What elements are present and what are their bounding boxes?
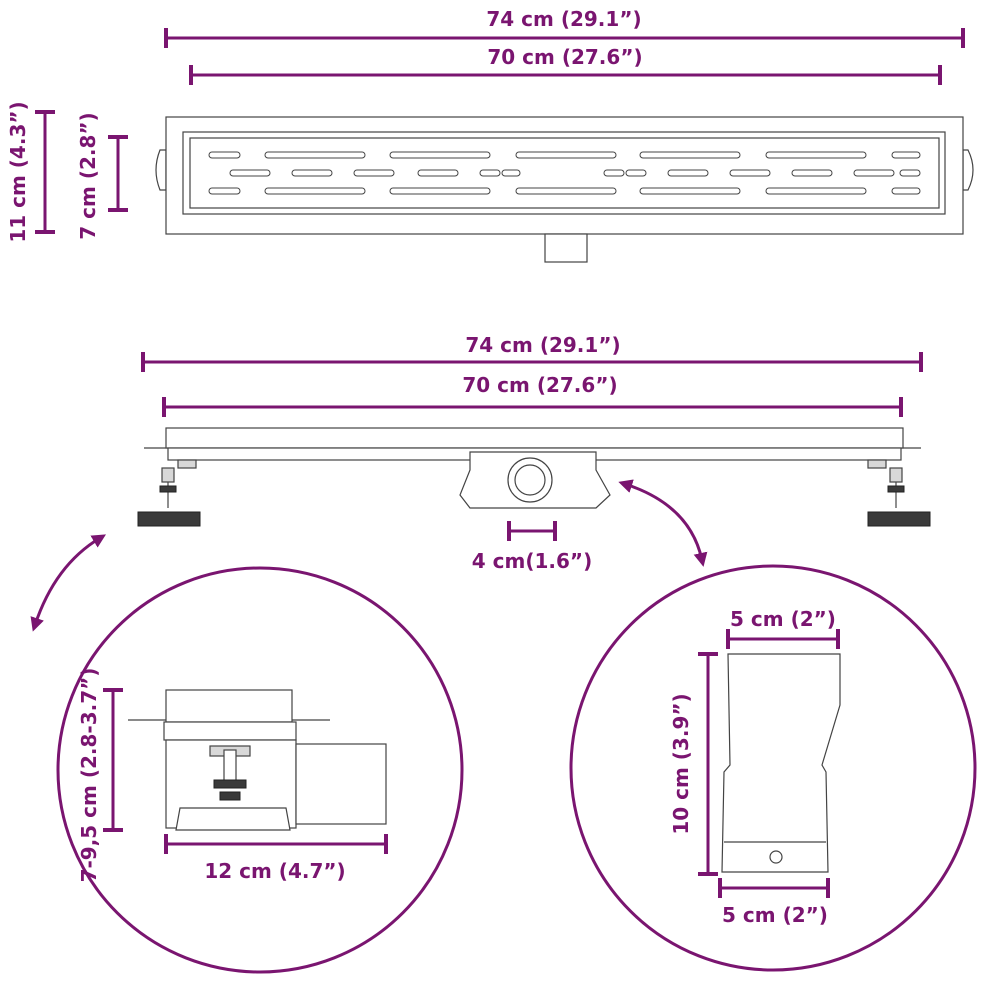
side-grate-length-label: 70 cm (27.6”) bbox=[462, 373, 617, 397]
grate-slot bbox=[417, 169, 459, 177]
grate-slot bbox=[603, 169, 625, 177]
detail-channel-top bbox=[163, 721, 297, 741]
top-grate-width-label: 7 cm (2.8”) bbox=[76, 112, 100, 239]
top-view: 74 cm (29.1”) 70 cm (27.6”) 11 cm (4.3”)… bbox=[6, 7, 974, 263]
left-detail-arrow bbox=[30, 534, 107, 632]
grate-slot bbox=[515, 151, 617, 159]
top-overall-width-label: 11 cm (4.3”) bbox=[6, 101, 30, 242]
grate-slot bbox=[639, 151, 741, 159]
grate-slot bbox=[389, 151, 491, 159]
outlet-spout bbox=[721, 653, 841, 873]
left-detail: 7-9,5 cm (2.8-3.7”) 12 cm (4.7”) bbox=[56, 566, 464, 974]
grate-slot bbox=[899, 169, 921, 177]
right-end-cap bbox=[962, 149, 974, 191]
top-grate-length-label: 70 cm (27.6”) bbox=[487, 45, 642, 69]
grate-slot bbox=[667, 169, 709, 177]
grate-slots bbox=[208, 151, 921, 195]
outlet-pipe bbox=[544, 233, 588, 263]
grate-slot bbox=[625, 169, 647, 177]
detail-nut bbox=[213, 779, 247, 789]
grate-slot bbox=[389, 187, 491, 195]
detail-foot-base bbox=[175, 807, 291, 831]
grate-slot bbox=[639, 187, 741, 195]
detail-grate bbox=[165, 689, 293, 723]
grate-slot bbox=[501, 169, 521, 177]
grate-slot bbox=[765, 187, 867, 195]
grate-slot bbox=[891, 187, 921, 195]
grate-slot bbox=[479, 169, 501, 177]
outlet-diameter-label: 4 cm(1.6”) bbox=[472, 549, 592, 573]
grate-slot bbox=[264, 187, 366, 195]
left-detail-circle bbox=[56, 566, 464, 974]
top-overall-length-label: 74 cm (29.1”) bbox=[486, 7, 641, 31]
detail-outlet-pipe bbox=[295, 743, 387, 825]
left-end-cap bbox=[155, 149, 167, 191]
grate-slot bbox=[791, 169, 833, 177]
right-detail-arrow bbox=[618, 479, 708, 567]
grate-slot bbox=[515, 187, 617, 195]
outlet-top-width-label: 5 cm (2”) bbox=[730, 607, 836, 631]
detail-nut-2 bbox=[219, 791, 241, 801]
grate-slot bbox=[853, 169, 895, 177]
grate-slot bbox=[765, 151, 867, 159]
outlet-hole bbox=[514, 464, 546, 496]
grate-slot bbox=[264, 151, 366, 159]
outlet-bottom-width-label: 5 cm (2”) bbox=[722, 903, 828, 927]
side-view: 74 cm (29.1”) 70 cm (27.6”) 4 cm(1.6” bbox=[137, 333, 931, 573]
right-detail-circle bbox=[569, 564, 977, 972]
grate-slot bbox=[208, 151, 241, 159]
right-detail: 5 cm (2”) 10 cm (3.9”) 5 cm (2”) bbox=[569, 564, 977, 972]
grate-slot bbox=[729, 169, 771, 177]
right-adjustable-foot bbox=[867, 459, 931, 527]
grate-slot bbox=[891, 151, 921, 159]
grate-slot bbox=[208, 187, 241, 195]
grate-slot bbox=[291, 169, 333, 177]
detail-screw bbox=[223, 749, 237, 785]
side-overall-length-label: 74 cm (29.1”) bbox=[465, 333, 620, 357]
outlet-spout-hole bbox=[769, 850, 783, 864]
grate-slot bbox=[353, 169, 395, 177]
detail-depth-label: 12 cm (4.7”) bbox=[204, 859, 345, 883]
left-adjustable-foot bbox=[137, 459, 201, 527]
grate-profile bbox=[165, 427, 904, 449]
grate-slot bbox=[229, 169, 271, 177]
outlet-height-label: 10 cm (3.9”) bbox=[669, 693, 693, 834]
detail-height-label: 7-9,5 cm (2.8-3.7”) bbox=[77, 668, 101, 883]
